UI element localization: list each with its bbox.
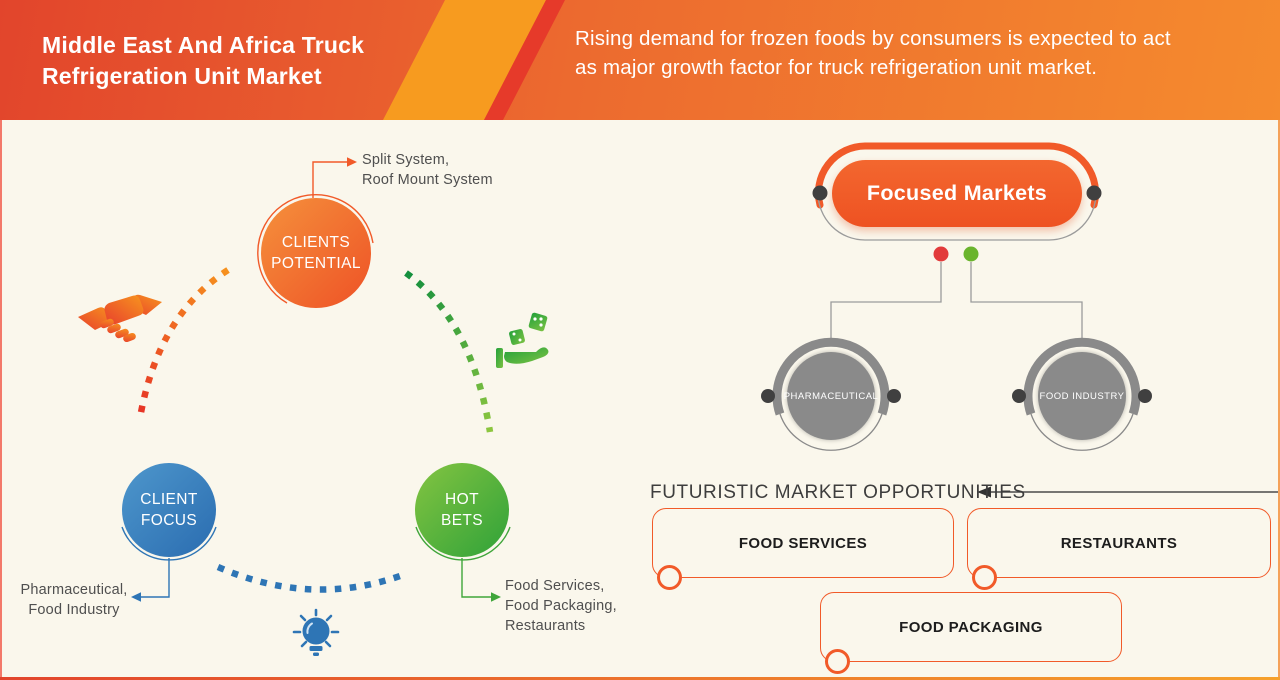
node-label-line: FOCUS xyxy=(140,512,198,529)
node-label-line: POTENTIAL xyxy=(271,255,361,272)
frame-edge-right xyxy=(1278,120,1280,680)
dice-hand-icon xyxy=(496,312,549,368)
focused-markets-title: Focused Markets xyxy=(866,181,1048,205)
banner-header: Middle East And Africa Truck Refrigerati… xyxy=(0,0,1280,120)
pill-side-dot xyxy=(1086,185,1102,201)
page-title: Middle East And Africa Truck Refrigerati… xyxy=(42,30,364,92)
note-line: Split System, xyxy=(362,152,450,168)
note-line: Roof Mount System xyxy=(362,172,493,188)
opportunity-label: FOOD PACKAGING xyxy=(899,618,1043,636)
client-focus-connector xyxy=(140,558,170,598)
note-line: Pharmaceutical, xyxy=(20,582,128,598)
hot-bets-connector xyxy=(461,558,492,598)
hot-bets-node: HOT BETS xyxy=(415,463,509,557)
market-node-food-industry: FOOD INDUSTRY xyxy=(1038,352,1126,440)
banner-subtitle-line: Rising demand for frozen foods by consum… xyxy=(575,27,1171,50)
node-label-line: HOT xyxy=(445,491,479,508)
corner-ring-icon xyxy=(825,649,850,674)
opportunity-box-restaurants: RESTAURANTS xyxy=(967,508,1271,590)
green-dot xyxy=(963,246,979,262)
note-line: Restaurants xyxy=(505,618,586,634)
infographic-body: CLIENTS POTENTIAL CLIENT FOCUS HOT BETS … xyxy=(0,120,1280,680)
node-label-line: CLIENTS xyxy=(281,234,351,251)
market-node-pharmaceutical: PHARMACEUTICAL xyxy=(784,352,878,440)
clients-potential-connector xyxy=(312,161,348,198)
node-label-line: BETS xyxy=(440,512,484,529)
market-side-dot xyxy=(761,389,775,403)
page-title-line: Middle East And Africa Truck xyxy=(42,32,365,58)
client-focus-node: CLIENT FOCUS xyxy=(122,463,216,557)
hot-bets-note: Food Services, Food Packaging, Restauran… xyxy=(505,576,617,636)
market-node-label: PHARMACEUTICAL xyxy=(783,390,879,402)
red-dot xyxy=(933,246,949,262)
dotted-arc-blue xyxy=(216,564,402,593)
opportunities-heading: FUTURISTIC MARKET OPPORTUNITIES xyxy=(650,482,1026,503)
focused-markets-pill: Focused Markets xyxy=(832,160,1082,227)
dotted-arc-green xyxy=(404,270,494,433)
clients-potential-note: Split System, Roof Mount System xyxy=(362,150,493,190)
arrowhead-right-icon xyxy=(491,592,501,602)
corner-ring-icon xyxy=(657,565,682,590)
opportunity-box-food-packaging: FOOD PACKAGING xyxy=(820,592,1122,674)
note-line: Food Industry xyxy=(28,602,120,618)
banner-subtitle-line: as major growth factor for truck refrige… xyxy=(575,56,1098,79)
market-side-dot xyxy=(1012,389,1026,403)
market-side-dot xyxy=(1138,389,1152,403)
node-label-line: CLIENT xyxy=(140,491,198,508)
market-side-dot xyxy=(887,389,901,403)
branch-line-right xyxy=(970,262,1083,342)
frame-edge-left xyxy=(0,120,2,680)
corner-ring-icon xyxy=(972,565,997,590)
opportunity-box-food-services: FOOD SERVICES xyxy=(652,508,954,590)
lightbulb-icon xyxy=(292,608,340,656)
branch-line-left xyxy=(830,262,942,342)
clients-potential-node: CLIENTS POTENTIAL xyxy=(261,198,371,308)
page-title-line: Refrigeration Unit Market xyxy=(42,63,322,89)
arrowhead-right-icon xyxy=(347,157,357,167)
handshake-icon xyxy=(78,294,162,343)
client-focus-note: Pharmaceutical, Food Industry xyxy=(8,580,140,620)
opportunity-label: FOOD SERVICES xyxy=(738,534,868,552)
opportunity-label: RESTAURANTS xyxy=(1060,534,1178,552)
frame-edge-bottom xyxy=(0,677,1280,680)
banner-subtitle: Rising demand for frozen foods by consum… xyxy=(575,24,1171,82)
market-node-label: FOOD INDUSTRY xyxy=(1039,390,1125,402)
pill-side-dot xyxy=(812,185,828,201)
note-line: Food Packaging, xyxy=(505,598,617,614)
note-line: Food Services, xyxy=(505,578,605,594)
